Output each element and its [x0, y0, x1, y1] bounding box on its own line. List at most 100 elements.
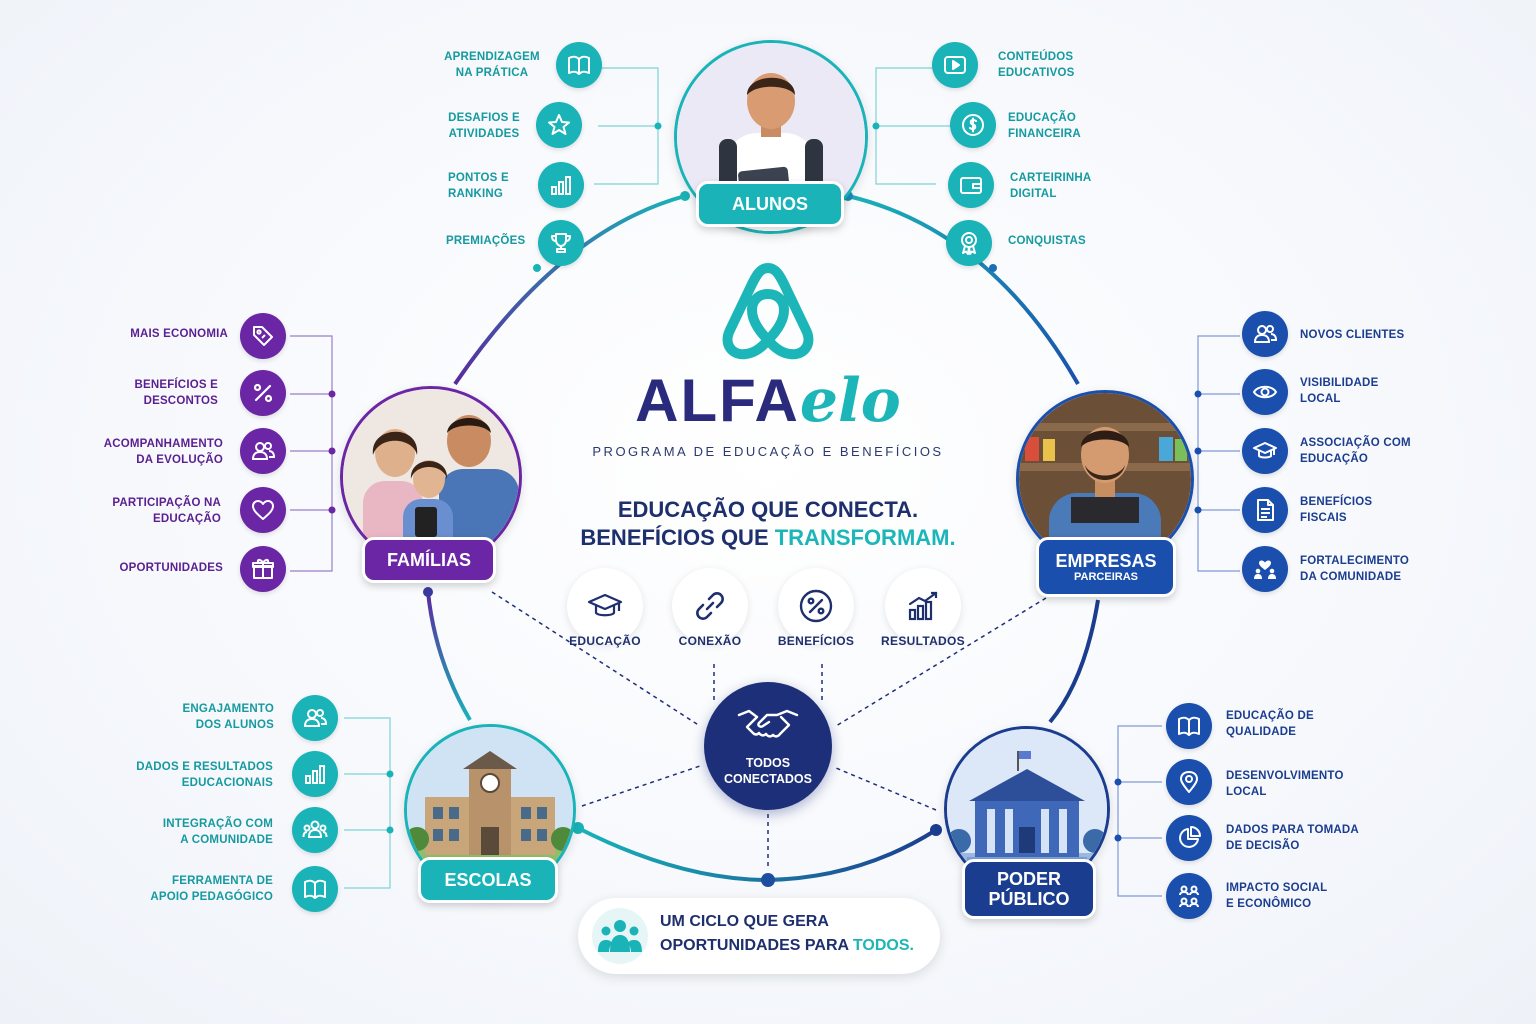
brand-subtitle: PROGRAMA DE EDUCAÇÃO E BENEFÍCIOS	[592, 444, 944, 459]
alunos-left-label-3: PONTOS E RANKING	[448, 172, 509, 200]
empresas-title: EMPRESAS	[1055, 550, 1157, 571]
trophy-icon	[551, 233, 571, 253]
dollar-icon	[962, 114, 984, 136]
empresas-item-1	[1242, 311, 1288, 357]
todos-conectados-label: TODOS CONECTADOS	[724, 756, 812, 786]
alunos-left-item-3	[538, 162, 584, 208]
familias-item-4	[240, 487, 286, 533]
escolas-item-2	[292, 751, 338, 797]
bar-chart-icon	[305, 765, 325, 784]
empresas-item-3	[1242, 428, 1288, 474]
percent-icon	[253, 383, 273, 403]
empresas-subtitle: PARCEIRAS	[1074, 570, 1138, 583]
footer-text: UM CICLO QUE GERA OPORTUNIDADES PARA TOD…	[660, 910, 930, 958]
empresas-label-5: FORTALECIMENTO DA COMUNIDADE	[1300, 555, 1410, 583]
alunos-pill: ALUNOS	[696, 181, 844, 227]
poder-publico-label-1: EDUCAÇÃO DE QUALIDADE	[1226, 710, 1314, 738]
pillar-educacao	[567, 568, 643, 644]
eye-icon	[1252, 385, 1278, 399]
users-icon	[251, 442, 276, 460]
escolas-pill: ESCOLAS	[418, 857, 558, 903]
pillar-label-resultados: RESULTADOS	[881, 634, 965, 648]
users-icon	[1253, 325, 1278, 343]
escolas-label-1: ENGAJAMENTO DOS ALUNOS	[182, 703, 274, 731]
alunos-right-item-3	[948, 162, 994, 208]
alunos-left-item-2	[536, 102, 582, 148]
familias-item-2	[240, 370, 286, 416]
play-icon	[944, 56, 966, 74]
gift-icon	[252, 558, 274, 579]
footer-line2-prefix: OPORTUNIDADES PARA	[660, 937, 853, 954]
alunos-left-item-4	[538, 220, 584, 266]
headline: EDUCAÇÃO QUE CONECTA. BENEFÍCIOS QUE TRA…	[540, 496, 996, 552]
footer-line2-accent: TODOS.	[852, 937, 914, 954]
school-illustration	[407, 727, 573, 893]
group-icon	[598, 920, 642, 952]
location-pin-icon	[1180, 771, 1198, 793]
growth-chart-icon	[908, 591, 938, 621]
heart-icon	[252, 500, 274, 520]
empresas-label-3: ASSOCIAÇÃO COM EDUCAÇÃO	[1300, 437, 1411, 465]
bar-chart-icon	[551, 176, 571, 195]
pillar-label-conexao: CONEXÃO	[678, 634, 742, 648]
brand-title: ALFAelo	[600, 366, 936, 436]
alunos-right-item-2	[950, 102, 996, 148]
alfaelo-logo-icon	[722, 263, 814, 360]
book-icon	[1178, 716, 1200, 736]
familias-label-2: BENEFÍCIOS E DESCONTOS	[134, 379, 218, 407]
escolas-photo	[404, 724, 576, 896]
alunos-left-label-1: APRENDIZAGEM NA PRÁTICA	[444, 51, 540, 79]
familias-pill: FAMÍLIAS	[362, 537, 496, 583]
group-icon	[302, 820, 328, 838]
headline-line2-prefix: BENEFÍCIOS QUE	[580, 525, 775, 550]
document-icon	[1257, 499, 1274, 521]
pillar-conexao	[672, 568, 748, 644]
users-icon	[303, 709, 328, 727]
escolas-label-4: FERRAMENTA DE APOIO PEDAGÓGICO	[150, 875, 273, 903]
pillar-resultados	[885, 568, 961, 644]
alunos-right-label-3: CARTEIRINHA DIGITAL	[1010, 172, 1092, 200]
pillar-beneficios	[778, 568, 854, 644]
footer-line1: UM CICLO QUE GERA	[660, 913, 829, 930]
empresas-item-5	[1242, 546, 1288, 592]
pillar-label-educacao: EDUCAÇÃO	[569, 634, 641, 648]
star-icon	[548, 114, 570, 135]
alunos-right-label-4: CONQUISTAS	[1008, 235, 1086, 247]
alunos-right-label-1: CONTEÚDOS EDUCATIVOS	[998, 51, 1075, 79]
pie-chart-icon	[1179, 826, 1201, 848]
footer-line2: OPORTUNIDADES PARA TODOS.	[660, 934, 930, 958]
graduation-cap-icon	[1253, 442, 1277, 459]
empresas-item-2	[1242, 369, 1288, 415]
escolas-item-4	[292, 866, 338, 912]
book-icon	[568, 55, 590, 75]
link-icon	[696, 592, 724, 620]
escolas-title: ESCOLAS	[444, 870, 532, 890]
escolas-label-3: INTEGRAÇÃO COM A COMUNIDADE	[162, 818, 273, 846]
poder-publico-item-1	[1166, 703, 1212, 749]
group-icon-wrapper	[592, 908, 648, 964]
poder-publico-item-3	[1166, 815, 1212, 861]
todos-conectados-badge: TODOS CONECTADOS	[704, 682, 832, 810]
brand-name-part2: elo	[799, 366, 901, 436]
poder-publico-item-2	[1166, 759, 1212, 805]
familias-label-5: OPORTUNIDADES	[119, 562, 223, 574]
escolas-label-2: DADOS E RESULTADOS EDUCACIONAIS	[136, 761, 273, 789]
familias-item-5	[240, 546, 286, 592]
book-icon	[304, 879, 326, 899]
poder-publico-label-3: DADOS PARA TOMADA DE DECISÃO	[1226, 824, 1359, 852]
empresas-label-1: NOVOS CLIENTES	[1300, 329, 1405, 341]
poder-publico-label-2: DESENVOLVIMENTO LOCAL	[1226, 770, 1344, 798]
headline-line2: BENEFÍCIOS QUE TRANSFORMAM.	[540, 524, 996, 552]
percent-icon	[799, 589, 833, 623]
network-icon	[1179, 885, 1199, 908]
wallet-icon	[960, 177, 982, 194]
escolas-item-1	[292, 695, 338, 741]
familias-label-3: ACOMPANHAMENTO DA EVOLUÇÃO	[103, 438, 223, 466]
alunos-right-label-2: EDUCAÇÃO FINANCEIRA	[1008, 112, 1081, 140]
alunos-left-label-4: PREMIAÇÕES	[446, 235, 526, 247]
pillar-label-beneficios: BENEFÍCIOS	[777, 634, 855, 648]
familias-item-3	[240, 428, 286, 474]
poder-publico-item-4	[1166, 873, 1212, 919]
familias-item-1	[240, 313, 286, 359]
